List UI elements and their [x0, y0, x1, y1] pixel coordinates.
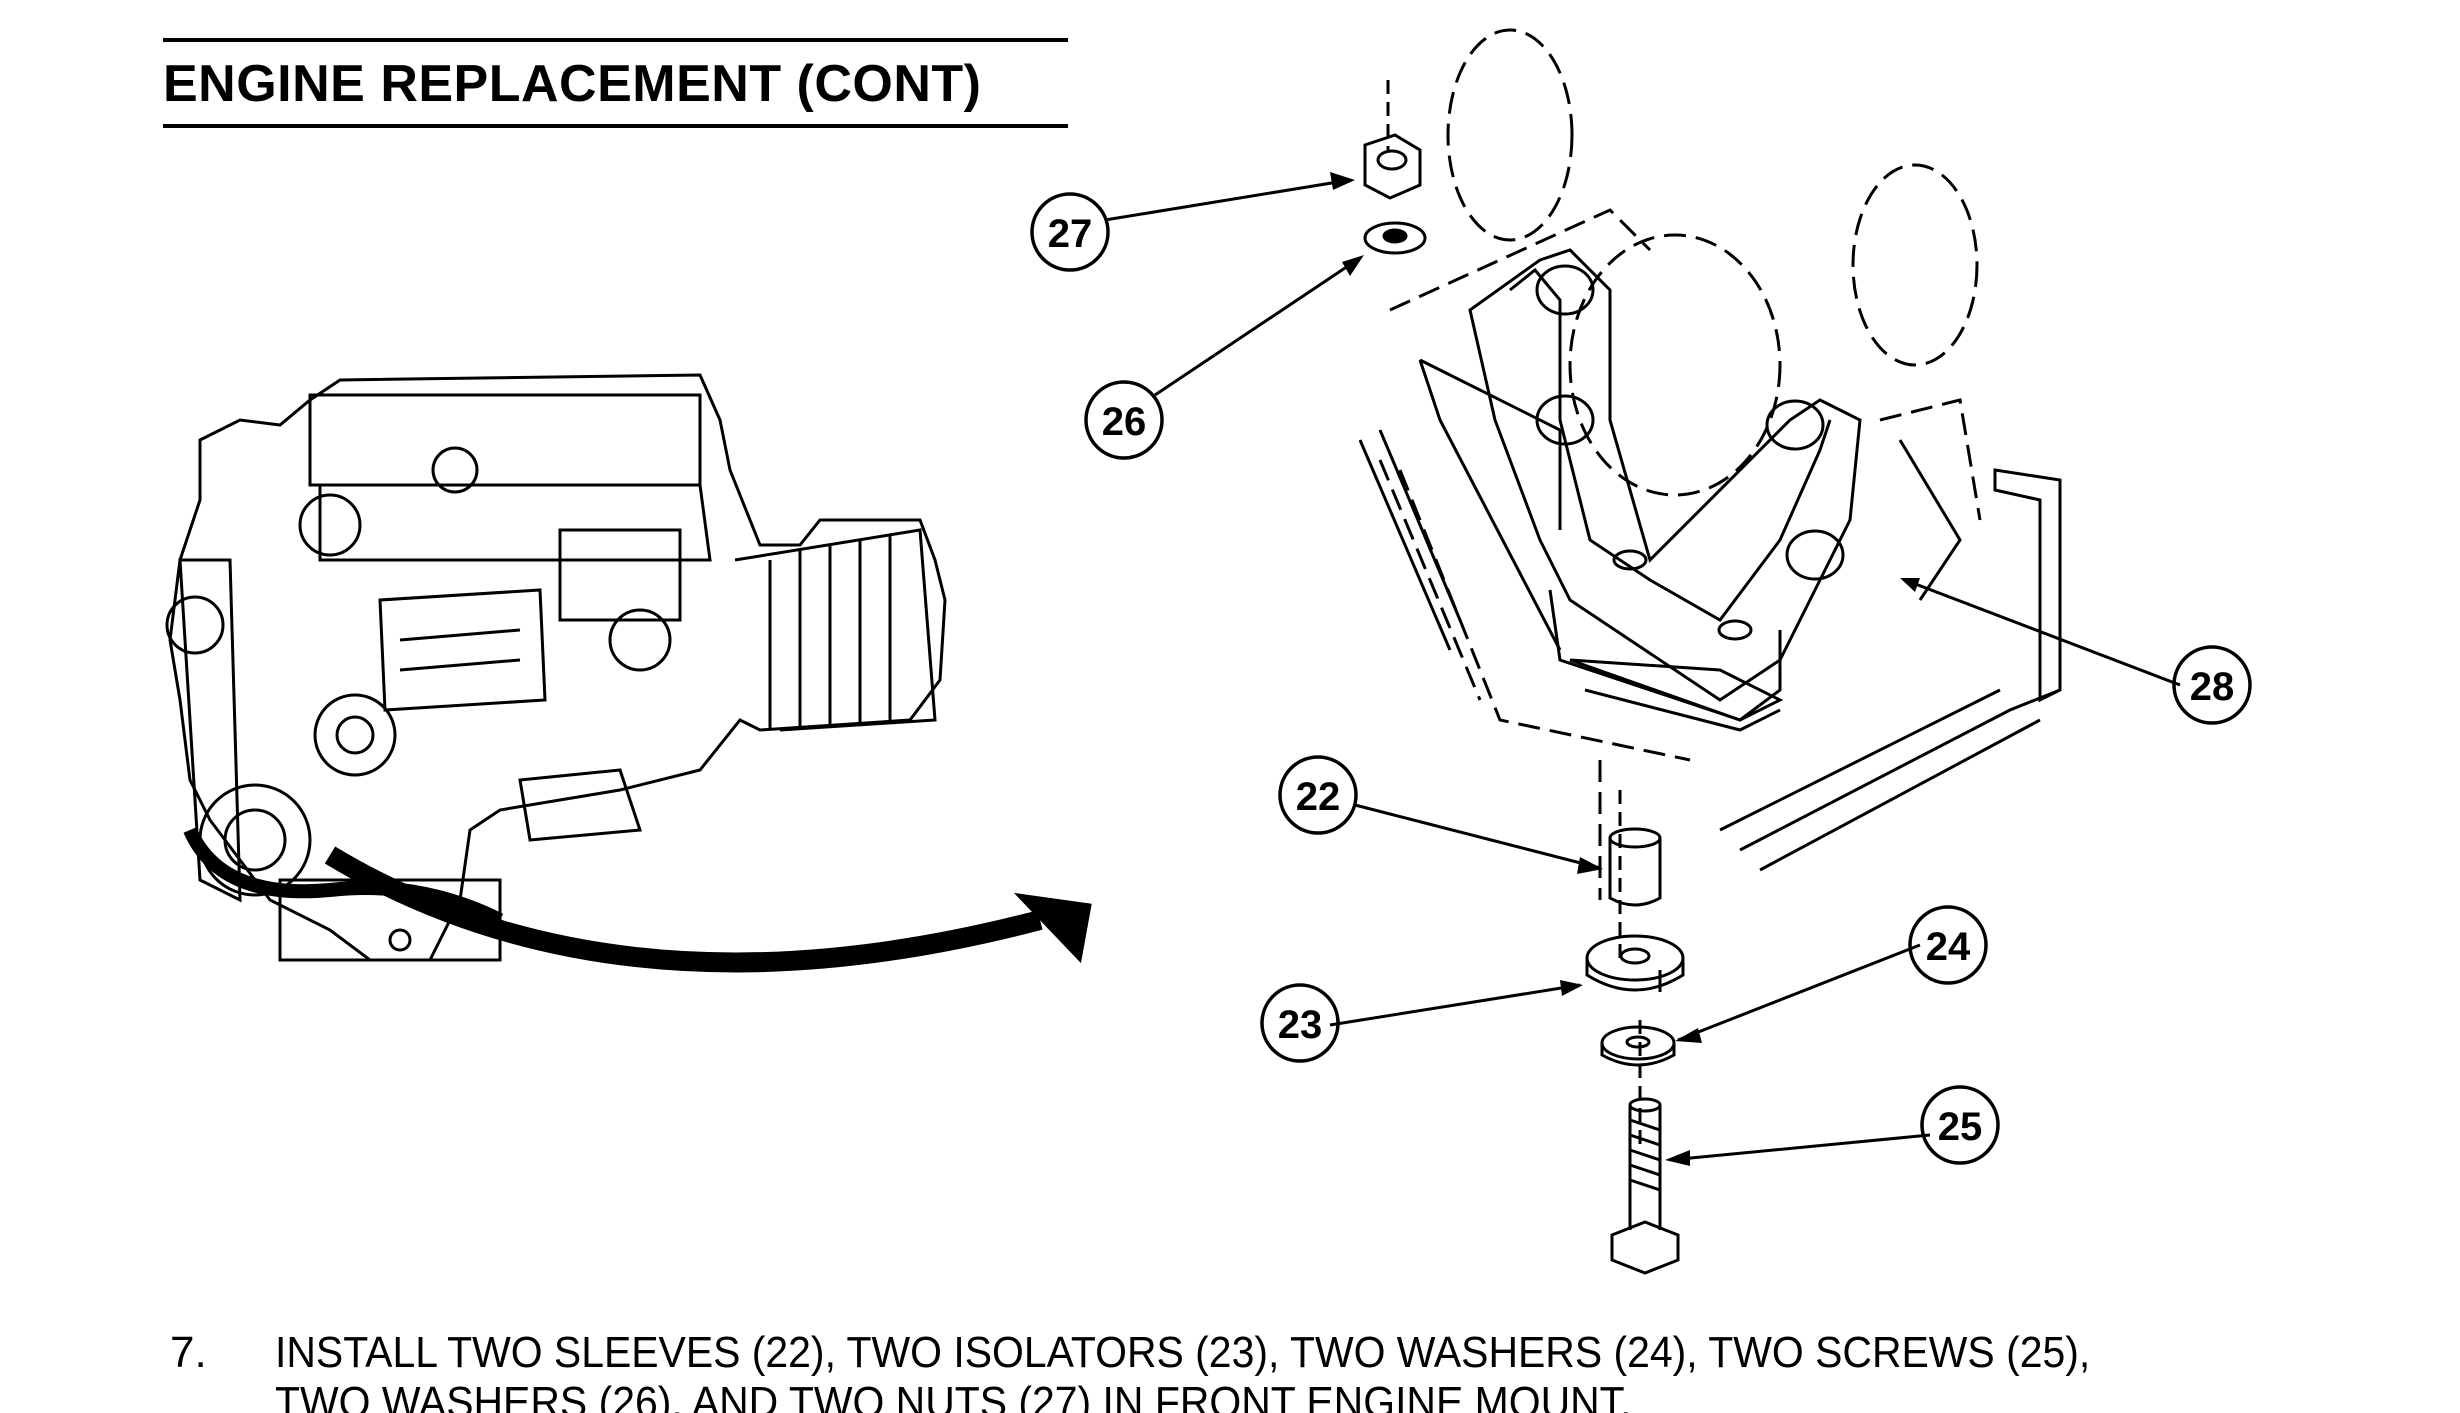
- page-title: ENGINE REPLACEMENT (CONT): [163, 38, 1068, 128]
- callout-23: 23: [1260, 983, 1340, 1063]
- washer-26-part: [1363, 221, 1427, 255]
- instruction-step-7: 7. INSTALL TWO SLEEVES (22), TWO ISOLATO…: [170, 1328, 2370, 1413]
- callout-26: 26: [1084, 380, 1164, 460]
- callout-label-22: 22: [1296, 775, 1341, 819]
- leader-lines: [1104, 178, 2181, 1162]
- washer-24-part: [1600, 1025, 1676, 1067]
- callout-label-24: 24: [1926, 925, 1971, 969]
- pointer-arrow: [324, 846, 1043, 973]
- sleeve-22-part: [1608, 827, 1662, 907]
- callout-22: 22: [1278, 755, 1358, 835]
- step-number: 7.: [170, 1328, 207, 1377]
- callout-25: 25: [1920, 1085, 2000, 1165]
- callout-label-26: 26: [1102, 400, 1147, 444]
- callout-label-25: 25: [1938, 1105, 1983, 1149]
- screw-25-part: [1610, 1097, 1680, 1275]
- leader-arrowheads: [1330, 172, 1920, 1166]
- callout-27: 27: [1030, 192, 1110, 272]
- engine-assembly-drawing: [165, 373, 947, 962]
- nut-27-part: [1363, 133, 1422, 200]
- pointer-arrowhead: [1013, 892, 1092, 964]
- callout-label-23: 23: [1278, 1003, 1323, 1047]
- callout-28: 28: [2172, 645, 2252, 725]
- isolator-23-part: [1585, 934, 1685, 992]
- callout-label-27: 27: [1048, 212, 1093, 256]
- engine-shadow: [183, 827, 504, 927]
- step-text: INSTALL TWO SLEEVES (22), TWO ISOLATORS …: [275, 1328, 2091, 1413]
- engine-block-outline: [1378, 28, 1982, 1000]
- callout-24: 24: [1908, 905, 1988, 985]
- callout-label-28: 28: [2190, 665, 2235, 709]
- front-engine-mount-bracket: [1468, 248, 1862, 732]
